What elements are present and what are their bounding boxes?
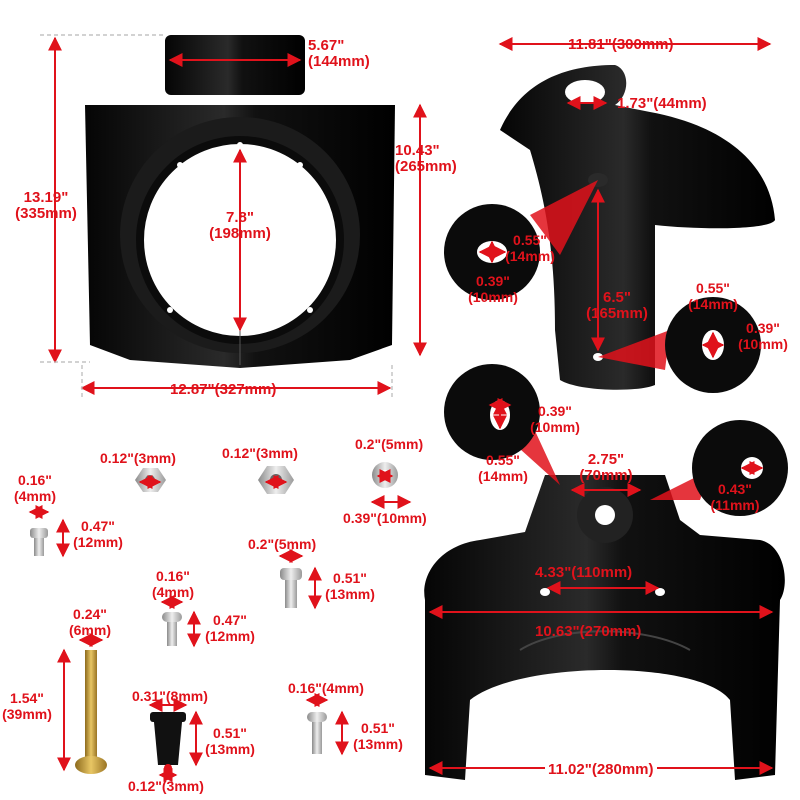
nut-b-label: 0.12"(3mm) xyxy=(222,445,298,461)
front-ring-diameter-label: 7.8"(198mm) xyxy=(209,209,271,242)
side-hole-spacing-label: 6.5"(165mm) xyxy=(586,289,648,322)
side-tab-width-label: 1.73"(44mm) xyxy=(617,95,707,112)
rear-top-spacing-label: 2.75"(70mm) xyxy=(579,451,633,484)
side-lower-hole-height-label: 0.39"(10mm) xyxy=(738,320,788,352)
bolt-length-label: 1.54"(39mm) xyxy=(2,690,52,722)
screw-c-length-label: 0.47"(12mm) xyxy=(205,612,255,644)
screw-b-length-label: 0.51"(13mm) xyxy=(325,570,375,602)
front-height-label: 13.19"(335mm) xyxy=(15,189,77,222)
side-upper-hole-height-label: 0.39"(10mm) xyxy=(468,273,518,305)
bolt-diameter-label: 0.24"(6mm) xyxy=(68,606,111,638)
screw-a-art xyxy=(30,528,48,556)
screw-a-diameter-label: 0.16"(4mm) xyxy=(13,472,56,504)
rear-round-hole-zoom xyxy=(692,420,788,516)
side-fairing-body xyxy=(500,65,775,390)
well-nut-art xyxy=(150,712,186,772)
screw-a-length-label: 0.47"(12mm) xyxy=(73,518,123,550)
rear-mid-spacing-label: 4.33"(110mm) xyxy=(535,564,633,581)
screw-d-diameter-label: 0.16"(4mm) xyxy=(288,680,364,696)
front-bottom-width-label: 12.87"(327mm) xyxy=(170,381,277,398)
screw-d-length-label: 0.51"(13mm) xyxy=(353,720,403,752)
rear-bottom-width-label: 11.02"(280mm) xyxy=(545,762,657,778)
well-nut-diameter-label: 0.31"(8mm) xyxy=(132,688,208,704)
screw-b-diameter-label: 0.2"(5mm) xyxy=(248,536,317,552)
side-length-label: 11.81"(300mm) xyxy=(568,36,674,53)
screw-c-diameter-label: 0.16"(4mm) xyxy=(151,568,194,600)
rear-fairing-body xyxy=(424,475,785,780)
screw-b-art xyxy=(280,568,302,608)
nut-b-art xyxy=(258,466,294,494)
rear-fairing xyxy=(424,475,785,780)
rear-slot-width-label: 0.55"(14mm) xyxy=(478,452,528,484)
washer-hole-label: 0.2"(5mm) xyxy=(355,436,424,452)
screw-c-art xyxy=(162,612,182,646)
screw-d-art xyxy=(307,712,327,754)
side-lower-hole-width-label: 0.55"(14mm) xyxy=(688,280,738,312)
front-side-height-label: 10.43"(265mm) xyxy=(395,142,457,175)
bolt-art xyxy=(75,650,107,774)
side-upper-hole-width-label: 0.55"(14mm) xyxy=(505,232,555,264)
rear-slot-height-label: 0.39"(10mm) xyxy=(530,403,580,435)
well-nut-length-label: 0.51"(13mm) xyxy=(205,725,255,757)
front-top-width-label: 5.67"(144mm) xyxy=(308,37,370,70)
dimension-lines xyxy=(28,34,774,782)
rear-width-label: 10.63"(270mm) xyxy=(535,623,642,640)
well-nut-thread-label: 0.12"(3mm) xyxy=(128,778,204,794)
washer-outer-label: 0.39"(10mm) xyxy=(343,510,427,526)
nut-a-label: 0.12"(3mm) xyxy=(100,450,176,466)
rear-round-hole-label: 0.43"(11mm) xyxy=(710,481,760,513)
nut-a-art xyxy=(135,468,166,492)
front-top-bracket xyxy=(165,35,305,95)
